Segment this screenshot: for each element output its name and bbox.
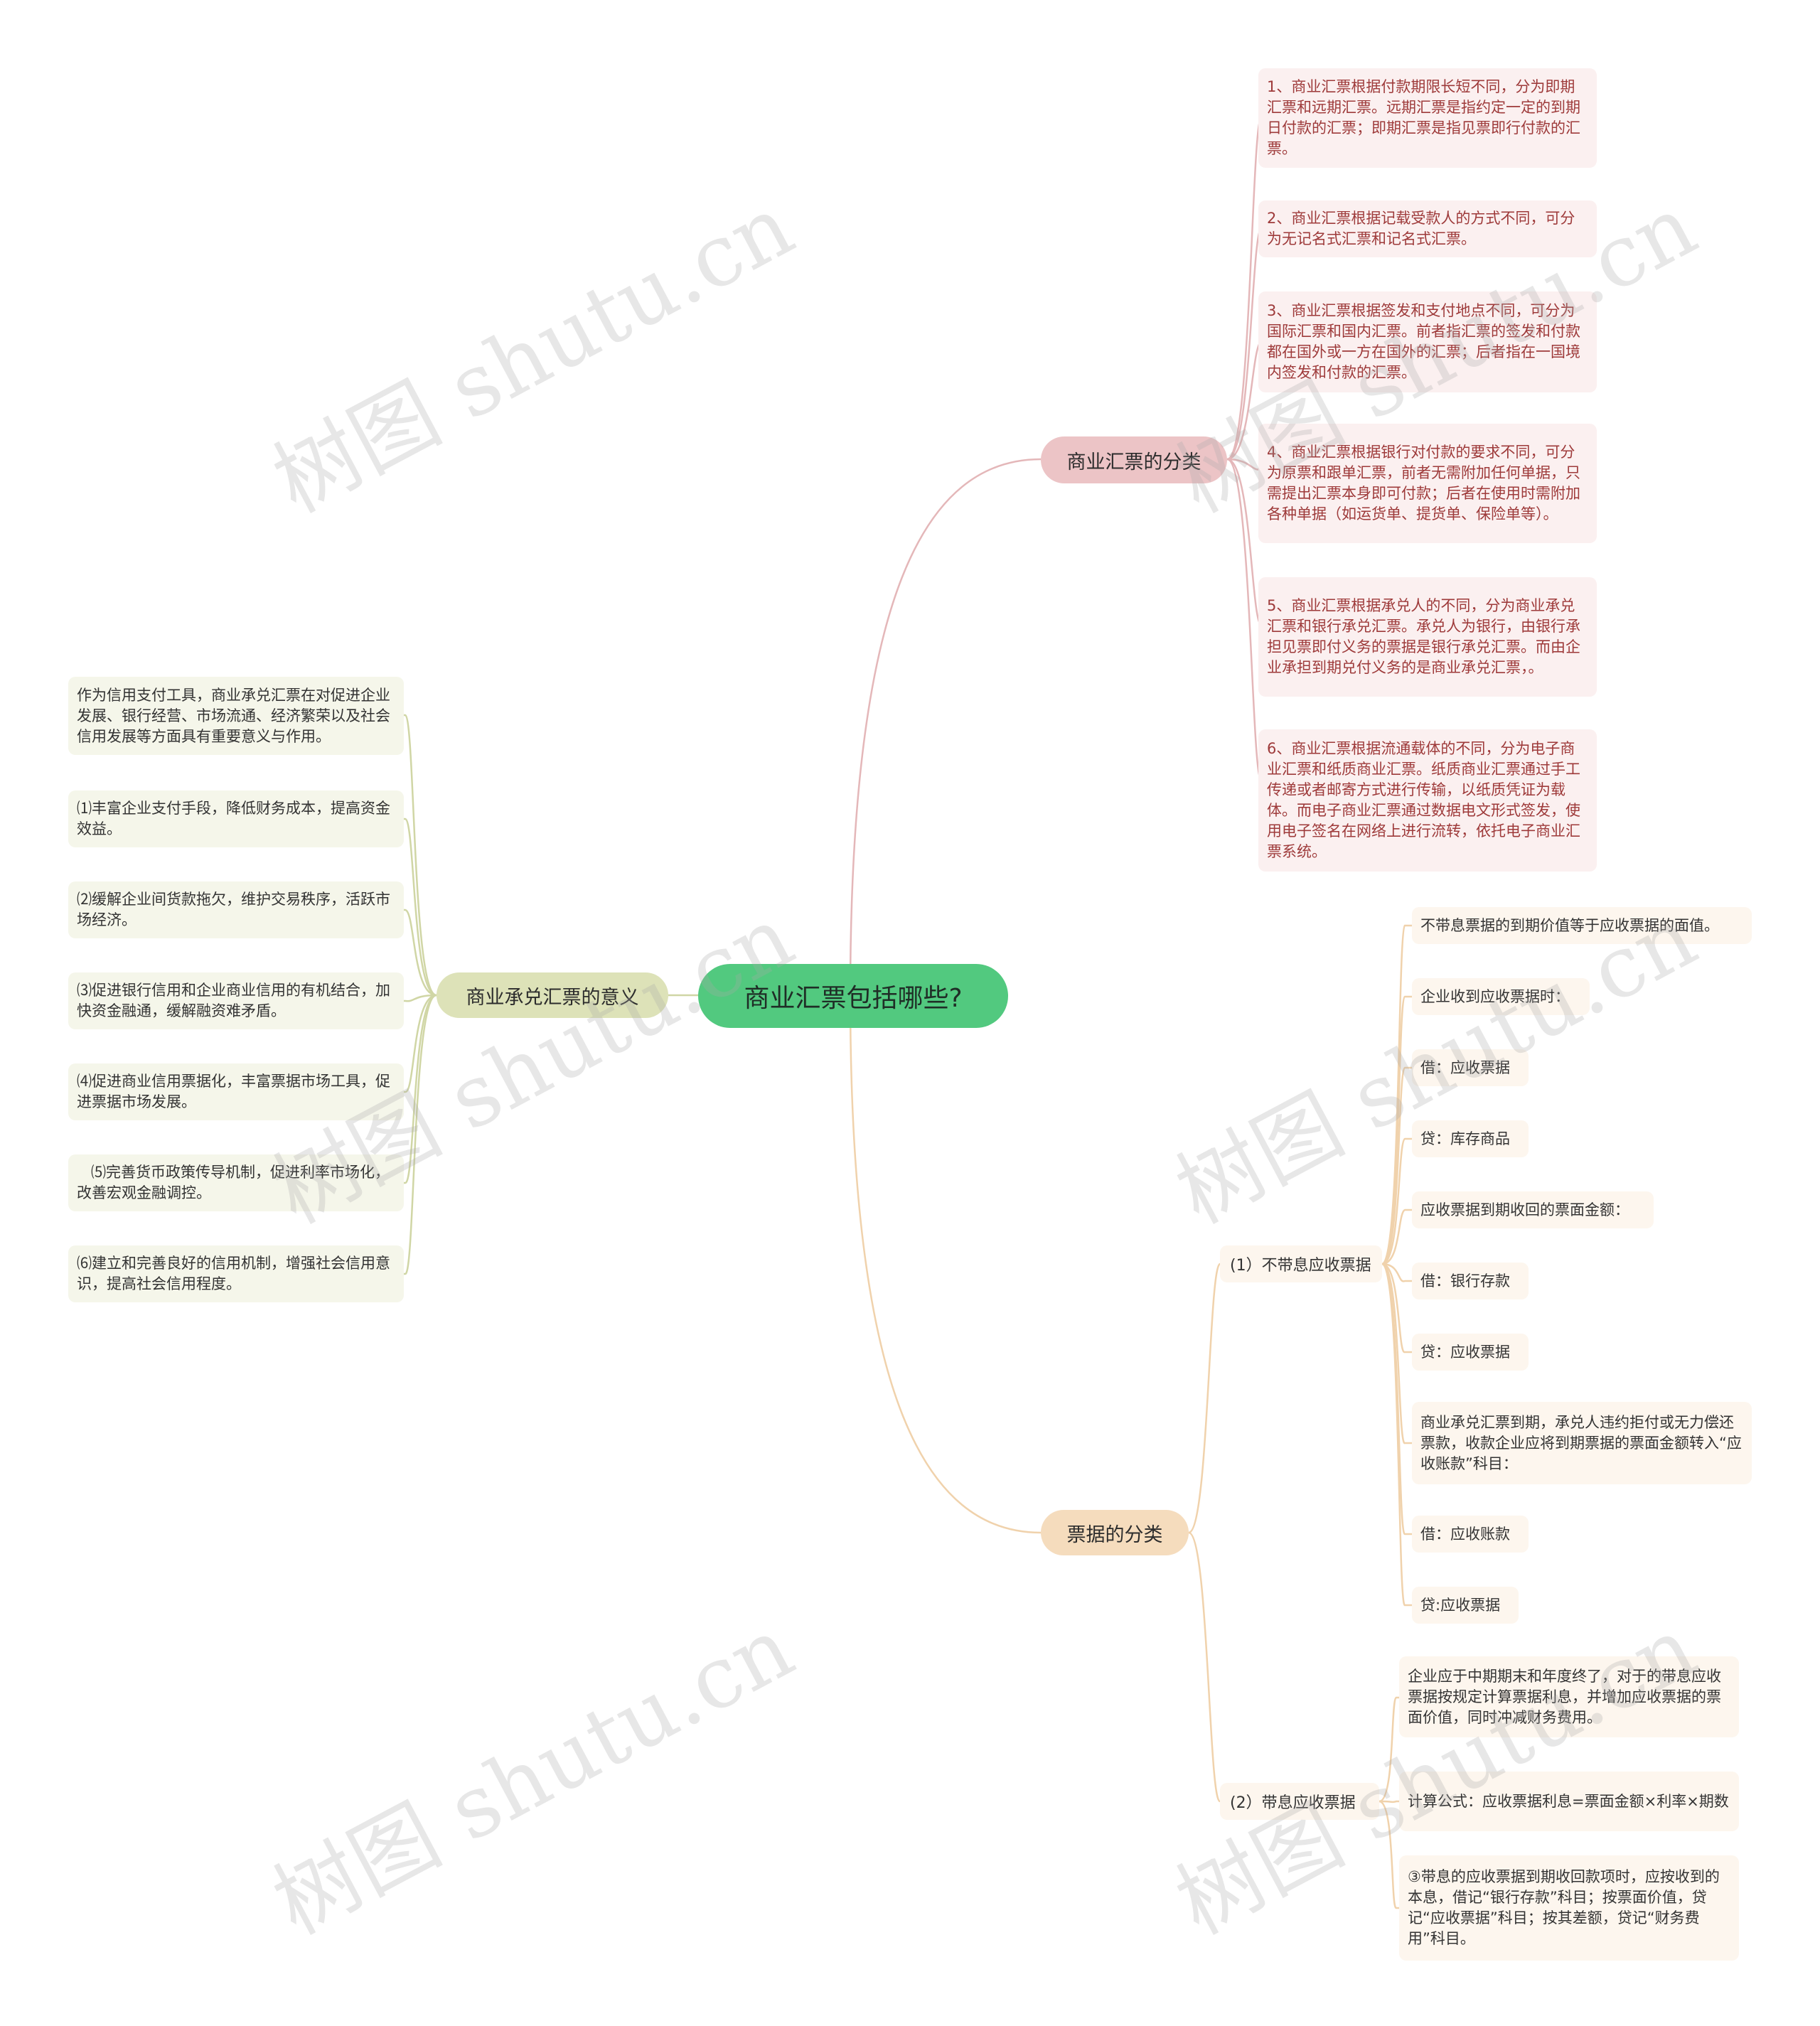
non-interest-item-10[interactable]: 贷:应收票据 — [1412, 1587, 1519, 1624]
non-interest-item-3[interactable]: 借：应收票据 — [1412, 1049, 1529, 1086]
classification-item-5[interactable]: 5、商业汇票根据承兑人的不同，分为商业承兑汇票和银行承兑汇票。承兑人为银行，由银… — [1258, 577, 1597, 697]
branch-classification[interactable]: 商业汇票的分类 — [1041, 436, 1227, 483]
non-interest-item-5[interactable]: 应收票据到期收回的票面金额： — [1412, 1191, 1654, 1228]
classification-item-2[interactable]: 2、商业汇票根据记载受款人的方式不同，可分为无记名式汇票和记名式汇票。 — [1258, 200, 1597, 257]
root-topic-label: 商业汇票包括哪些? — [744, 984, 963, 1013]
non-interest-item-1[interactable]: 不带息票据的到期价值等于应收票据的面值。 — [1412, 907, 1752, 944]
classification-item-3[interactable]: 3、商业汇票根据签发和支付地点不同，可分为国际汇票和国内汇票。前者指汇票的签发和… — [1258, 291, 1597, 392]
branch-significance[interactable]: 商业承兑汇票的意义 — [437, 972, 668, 1018]
non-interest-item-8[interactable]: 商业承兑汇票到期，承兑人违约拒付或无力偿还票款，收款企业应将到期票据的票面金额转… — [1412, 1402, 1752, 1484]
classification-item-6[interactable]: 6、商业汇票根据流通载体的不同，分为电子商业汇票和纸质商业汇票。纸质商业汇票通过… — [1258, 729, 1597, 872]
significance-item-6[interactable]: ⑸完善货币政策传导机制，促进利率市场化，改善宏观金融调控。 — [68, 1154, 404, 1211]
non-interest-item-4[interactable]: 贷：库存商品 — [1412, 1120, 1529, 1157]
classification-item-1[interactable]: 1、商业汇票根据付款期限长短不同，分为即期汇票和远期汇票。远期汇票是指约定一定的… — [1258, 68, 1597, 168]
significance-item-1[interactable]: 作为信用支付工具，商业承兑汇票在对促进企业发展、银行经营、市场流通、经济繁荣以及… — [68, 677, 404, 755]
non-interest-item-6[interactable]: 借：银行存款 — [1412, 1263, 1529, 1299]
significance-item-5[interactable]: ⑷促进商业信用票据化，丰富票据市场工具，促进票据市场发展。 — [68, 1063, 404, 1120]
non-interest-item-2[interactable]: 企业收到应收票据时： — [1412, 978, 1590, 1015]
classification-item-4[interactable]: 4、商业汇票根据银行对付款的要求不同，可分为原票和跟单汇票，前者无需附加任何单据… — [1258, 424, 1597, 543]
branch-bills-label: 票据的分类 — [1066, 1523, 1163, 1546]
root-topic[interactable]: 商业汇票包括哪些? — [698, 964, 1008, 1028]
branch-bills[interactable]: 票据的分类 — [1041, 1510, 1189, 1555]
sub-non-interest[interactable]: (1）不带息应收票据 — [1220, 1245, 1382, 1282]
branch-classification-label: 商业汇票的分类 — [1066, 451, 1201, 473]
interest-item-2[interactable]: 计算公式：应收票据利息=票面金额×利率×期数 — [1399, 1772, 1739, 1831]
significance-item-2[interactable]: ⑴丰富企业支付手段，降低财务成本，提高资金效益。 — [68, 790, 404, 847]
sub-interest[interactable]: (2）带息应收票据 — [1220, 1783, 1379, 1820]
non-interest-item-9[interactable]: 借：应收账款 — [1412, 1516, 1529, 1553]
significance-item-3[interactable]: ⑵缓解企业间货款拖欠，维护交易秩序，活跃市场经济。 — [68, 881, 404, 938]
significance-item-4[interactable]: ⑶促进银行信用和企业商业信用的有机结合，加快资金融通，缓解融资难矛盾。 — [68, 972, 404, 1029]
interest-item-1[interactable]: 企业应于中期期末和年度终了，对于的带息应收票据按规定计算票据利息，并增加应收票据… — [1399, 1656, 1739, 1737]
non-interest-item-7[interactable]: 贷：应收票据 — [1412, 1334, 1529, 1371]
interest-item-3[interactable]: ③带息的应收票据到期收回款项时，应按收到的本息，借记“银行存款”科目；按票面价值… — [1399, 1855, 1739, 1961]
branch-significance-label: 商业承兑汇票的意义 — [466, 986, 639, 1009]
significance-item-7[interactable]: ⑹建立和完善良好的信用机制，增强社会信用意识，提高社会信用程度。 — [68, 1245, 404, 1302]
